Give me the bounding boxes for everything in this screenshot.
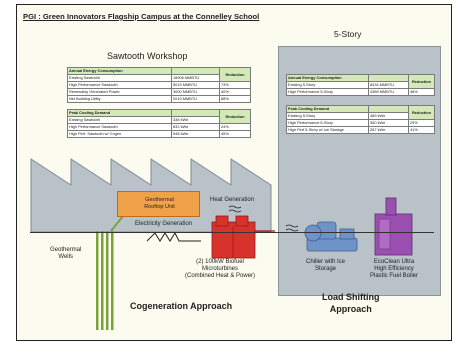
- ground-line: [30, 232, 434, 234]
- five-story-cooling-table: Peak Cooling Demand Reduction Existing 5…: [286, 105, 435, 134]
- reduction-header: Reduction: [219, 67, 251, 82]
- table-row: High Perf 5-Story w/ Ice Storage 287 kWe…: [286, 126, 435, 134]
- heat-wave-icon: [228, 205, 242, 213]
- geothermal-rooftop-unit: Geothermal Rooftop Unit: [117, 191, 200, 217]
- slide-header: PGI : Green Innovators Flagship Campus a…: [23, 12, 260, 21]
- electricity-zigzag-icon: [146, 231, 201, 242]
- five-story-energy-table: Annual Energy Consumption Reduction Exis…: [286, 74, 435, 96]
- table-header-row: Annual Energy Consumption Reduction: [286, 74, 435, 89]
- boiler-icon: [374, 197, 413, 256]
- electricity-generation-label: Electricity Generation: [135, 221, 193, 227]
- boiler-label: EcoClean Ultra High Efficiency Plastic F…: [370, 259, 419, 279]
- table-row: Net Building Utility 2019 MMBTU 88%: [67, 95, 251, 103]
- well-pipe: [101, 231, 104, 330]
- sawtooth-cooling-table: Peak Cooling Demand Reduction Existing S…: [67, 109, 251, 138]
- microturbine-icon: [211, 215, 275, 259]
- reduction-header: Reduction: [408, 74, 435, 89]
- geothermal-wells-label: Geothermal Wells: [50, 247, 82, 260]
- chiller-label: Chiller with Ice Storage: [306, 259, 346, 272]
- geothermal-unit-label: Geothermal Rooftop Unit: [144, 197, 175, 210]
- geothermal-wells: [96, 215, 124, 330]
- table-row: High Perf. Sawtooth w/ Cogen 548 kWe 45%: [67, 130, 251, 138]
- load-shifting-approach-label: Load Shifting Approach: [322, 292, 380, 314]
- cogeneration-approach-label: Cogeneration Approach: [130, 301, 233, 311]
- five-story-title: 5-Story: [334, 29, 362, 39]
- well-connector: [110, 215, 124, 232]
- microturbines-label: (2) 100kW Biofuel Microturbines (Combine…: [185, 259, 256, 279]
- well-pipe: [96, 231, 99, 330]
- table-row: High Performance 5-Story 4389 MMBTU 48%: [286, 88, 435, 96]
- heat-generation-label: Heat Generation: [210, 197, 255, 203]
- heat-wave-icon: [285, 224, 299, 232]
- sawtooth-energy-table: Annual Energy Consumption Reduction Exis…: [67, 67, 251, 103]
- sawtooth-title: Sawtooth Workshop: [107, 51, 188, 61]
- well-pipe: [106, 231, 109, 330]
- chiller-icon: [304, 221, 358, 252]
- well-pipe: [111, 231, 114, 330]
